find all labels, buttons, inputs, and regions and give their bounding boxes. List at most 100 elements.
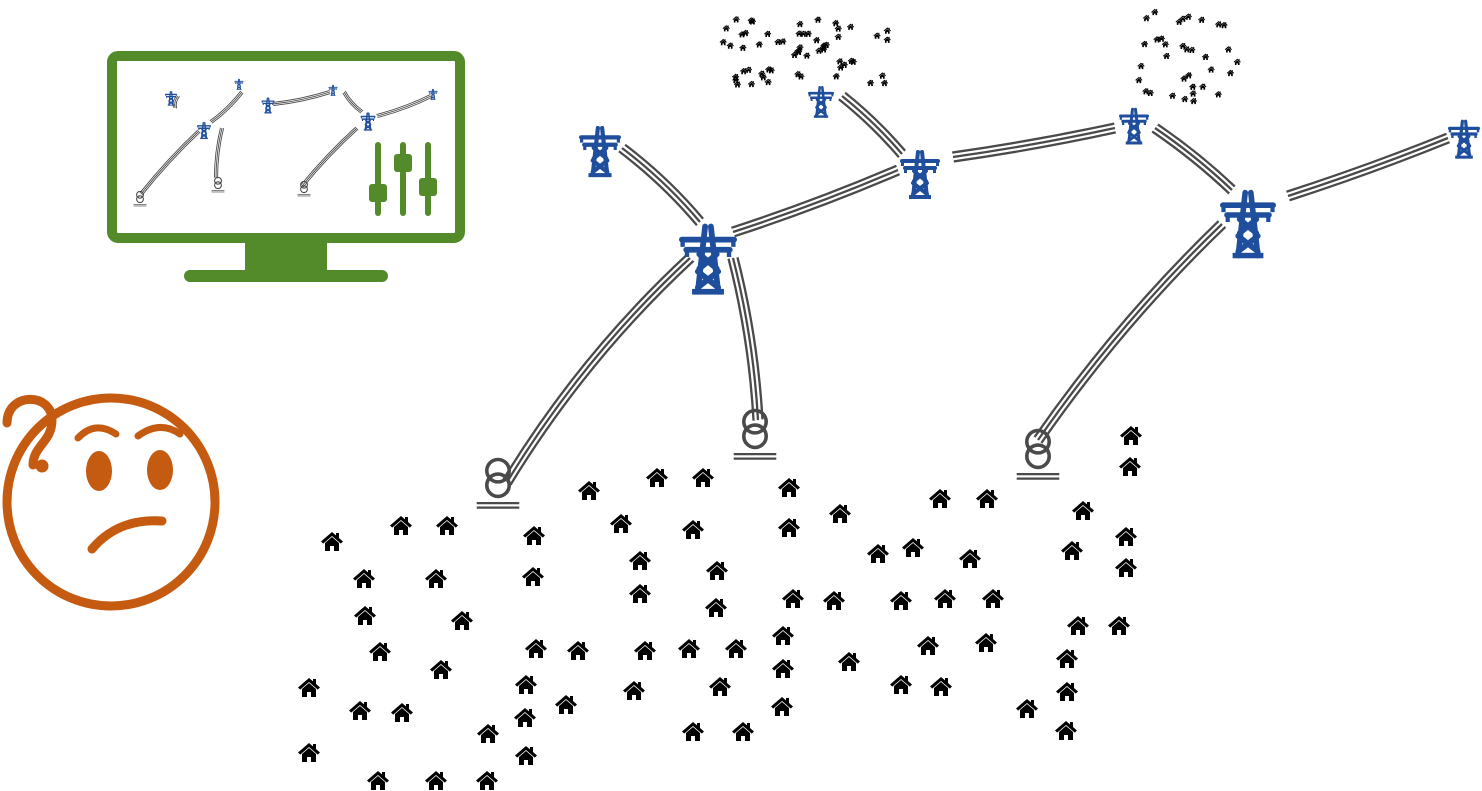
house-icon: [867, 544, 889, 563]
transmission-line: [727, 257, 764, 421]
transmission-tower-icon: [1448, 119, 1480, 159]
house-icon: [1233, 58, 1241, 66]
house-icon: [1120, 426, 1142, 445]
transmission-line: [502, 254, 695, 486]
house-icon: [706, 561, 728, 580]
mini-transmission-line: [213, 127, 225, 179]
house-icon: [1142, 14, 1151, 22]
house-icon: [1201, 53, 1210, 60]
transmission-line: [838, 91, 907, 158]
house-icon: [755, 41, 763, 48]
house-icon: [1188, 46, 1196, 54]
transmission-line: [618, 143, 704, 227]
house-icon: [367, 771, 389, 790]
house-icon: [1067, 616, 1089, 635]
mini-transmission-line: [342, 90, 364, 114]
house-icon: [391, 703, 413, 722]
house-icon: [436, 516, 458, 535]
house-icon: [782, 589, 804, 608]
transformer-icon: [133, 190, 147, 207]
house-icon: [744, 66, 753, 73]
house-icon: [634, 641, 656, 660]
houses: [298, 426, 1142, 790]
house-icon: [1137, 62, 1145, 70]
house-icon: [890, 591, 912, 610]
house-icon: [1061, 541, 1083, 560]
mini-transmission-line: [139, 129, 201, 196]
house-icon: [814, 16, 822, 23]
house-icon: [1214, 91, 1222, 98]
house-icon: [369, 642, 391, 661]
house-icon: [725, 639, 747, 658]
house-icon: [883, 27, 892, 34]
house-icon: [812, 36, 821, 44]
house-icon: [764, 30, 772, 37]
house-icon: [1197, 16, 1206, 23]
house-icon: [1189, 97, 1198, 105]
house-icon: [829, 504, 851, 523]
monitor-screen: [107, 51, 465, 243]
house-icon: [880, 79, 889, 87]
house-icon: [1161, 41, 1169, 48]
house-icon: [578, 481, 600, 500]
question-mark-icon: [2, 394, 57, 470]
house-icon: [823, 591, 845, 610]
mini-transmission-line: [172, 95, 180, 109]
house-icon: [866, 79, 875, 86]
monitor-base: [184, 270, 388, 282]
house-icon: [873, 32, 881, 39]
house-icon: [1016, 699, 1038, 718]
mini-transmission-line: [272, 90, 331, 107]
house-icon: [430, 660, 452, 679]
transmission-tower-icon: [580, 128, 620, 177]
house-icon: [771, 697, 793, 716]
transmission-tower-icon: [261, 97, 275, 114]
house-icon: [1199, 83, 1207, 90]
house-icon: [515, 675, 537, 694]
house-icon: [719, 38, 727, 46]
house-icon: [425, 771, 447, 790]
house-icon: [930, 677, 952, 696]
house-icon: [610, 514, 632, 533]
transformers: [474, 408, 1062, 510]
house-icon: [1224, 46, 1233, 53]
house-icon: [682, 722, 704, 741]
house-icon: [1151, 8, 1159, 16]
transmission-line: [731, 164, 901, 238]
house-icon: [975, 633, 997, 652]
house-icon: [298, 678, 320, 697]
transmission-tower-icon: [360, 112, 376, 131]
house-icon: [834, 33, 842, 40]
house-icon: [1135, 76, 1143, 84]
house-icon: [623, 681, 645, 700]
house-icon: [678, 639, 700, 658]
house-icon: [514, 708, 536, 727]
house-icon: [732, 722, 754, 741]
house-icon: [722, 25, 730, 32]
house-icon: [1055, 721, 1077, 740]
house-icon: [354, 606, 376, 625]
transmission-line: [1033, 220, 1227, 444]
house-icon: [778, 518, 800, 537]
mini-grid: [133, 78, 438, 207]
monitor-stand: [245, 238, 327, 272]
house-icon: [390, 516, 412, 535]
house-icon: [1214, 21, 1223, 28]
house-icon: [959, 549, 981, 568]
house-icon: [1072, 501, 1094, 520]
transmission-lines: [502, 91, 1450, 486]
house-icon: [555, 695, 577, 714]
house-icon: [523, 526, 545, 545]
house-icon: [629, 551, 651, 570]
transformer-icon: [474, 457, 522, 510]
mini-transmission-line: [376, 94, 432, 118]
house-icon: [1168, 92, 1177, 99]
house-icon: [1207, 66, 1215, 73]
house-icon: [1189, 83, 1197, 90]
house-icon: [709, 677, 731, 696]
house-icon: [321, 532, 343, 551]
monitor-icon: [107, 51, 465, 282]
house-icon: [796, 20, 804, 28]
house-icon: [705, 598, 727, 617]
